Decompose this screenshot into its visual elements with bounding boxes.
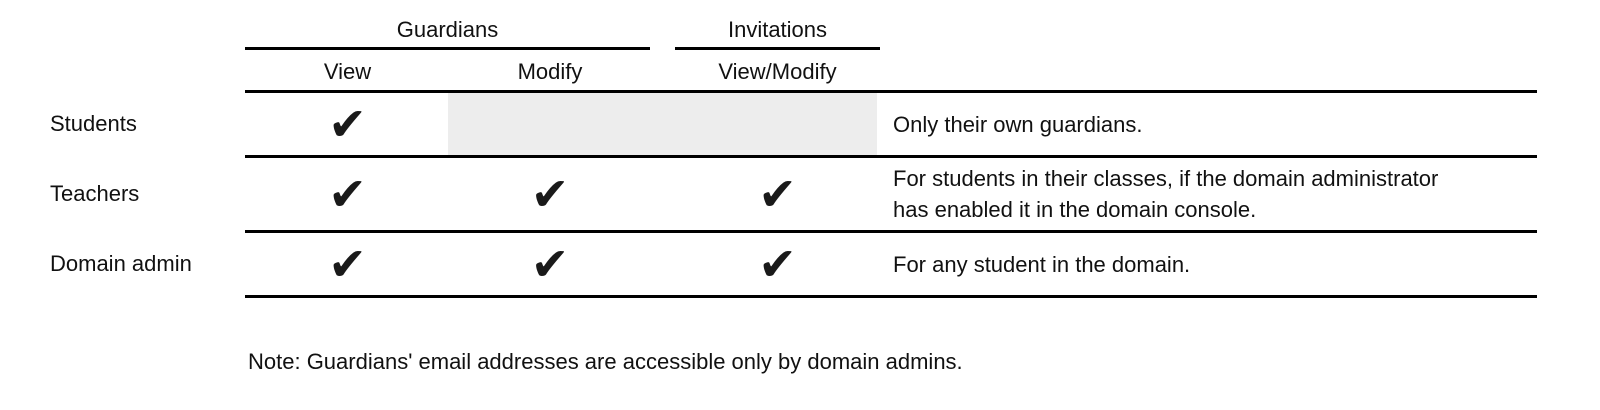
cell-teachers-guardians-modify-check: ✔ [530, 168, 570, 220]
note-students: Only their own guardians. [893, 93, 1553, 155]
note-teachers: For students in their classes, if the do… [893, 158, 1553, 230]
cell-students-invitations-view-modify [675, 93, 880, 155]
footnote: Note: Guardians' email addresses are acc… [248, 349, 963, 374]
header-rule [245, 90, 1537, 93]
column-header-modify: Modify [517, 59, 583, 84]
row-divider-1 [245, 155, 1537, 158]
row-label-teachers: Teachers [50, 181, 140, 206]
cell-domain-admin-guardians-modify-check: ✔ [530, 238, 570, 290]
cell-students-guardians-modify [450, 93, 650, 155]
note-teachers-line-1: For students in their classes, if the do… [893, 166, 1439, 191]
note-domain-admin: For any student in the domain. [893, 233, 1553, 295]
cell-teachers-guardians-view-check: ✔ [328, 168, 367, 220]
cell-students-guardians-view-check: ✔ [328, 98, 367, 150]
note-teachers-line-2: has enabled it in the domain console. [893, 197, 1257, 222]
row-label-students: Students [50, 111, 137, 136]
column-group-guardians-label: Guardians [396, 17, 499, 42]
column-header-view: View [323, 59, 372, 84]
cell-teachers-invitations-view-modify-check: ✔ [758, 168, 797, 220]
guardians-underline [245, 47, 650, 50]
note-students-line-1: Only their own guardians. [893, 111, 1143, 137]
row-label-domain-admin: Domain admin [50, 251, 192, 276]
column-header-view-modify: View/Modify [718, 59, 837, 84]
note-domain-admin-line-1: For any student in the domain. [893, 251, 1191, 277]
invitations-underline [675, 47, 880, 50]
students-disabled-cells-shade [448, 93, 877, 155]
cell-domain-admin-invitations-view-modify-check: ✔ [758, 238, 797, 290]
bottom-rule [245, 295, 1537, 298]
cell-domain-admin-guardians-view-check: ✔ [328, 238, 367, 290]
column-group-invitations-label: Invitations [727, 17, 828, 42]
row-divider-2 [245, 230, 1537, 233]
